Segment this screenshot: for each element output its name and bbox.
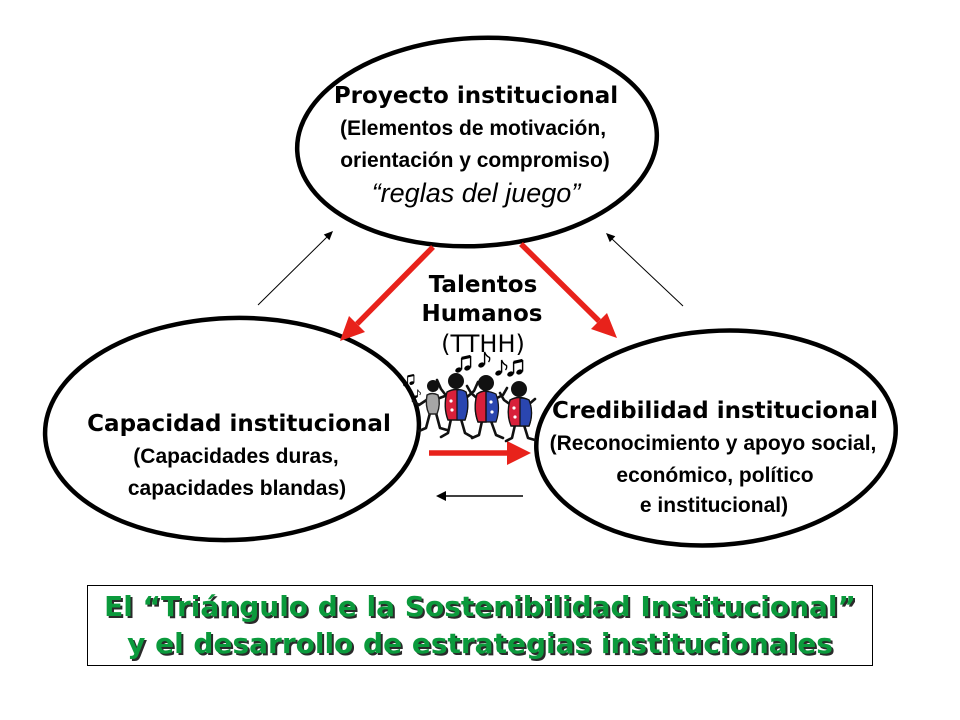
caption-title: El “Triángulo de la Sostenibilidad Insti… xyxy=(104,590,856,623)
credibility-title: Credibilidad institucional xyxy=(552,398,878,424)
caption-subtitle: y el desarrollo de estrategias instituci… xyxy=(127,627,833,660)
music-note-icon xyxy=(413,389,421,400)
project-emphasis: “reglas del juego” xyxy=(372,178,582,208)
dancer-figure xyxy=(498,381,537,443)
credibility-description-line: e institucional) xyxy=(640,494,788,517)
dancer-figure xyxy=(435,373,480,439)
center-label-abbreviation: (TTHH) xyxy=(441,330,525,358)
music-note-icon xyxy=(452,354,474,375)
project-title: Proyecto institucional xyxy=(334,83,618,109)
project-description-line: (Elementos de motivación, xyxy=(340,117,606,140)
capacity-title: Capacidad institucional xyxy=(87,411,391,437)
credibility-description-line: (Reconocimiento y apoyo social, xyxy=(550,432,877,455)
arrow-project-to-capacity xyxy=(340,245,435,341)
dancer-figure xyxy=(465,375,509,440)
credibility-description-line: económico, político xyxy=(616,464,813,487)
arrow-project-to-credibility xyxy=(519,242,617,338)
project-description-line: orientación y compromiso) xyxy=(340,149,610,172)
node-credibility-ellipse xyxy=(534,328,898,548)
arrow-capacity-to-project xyxy=(257,231,333,306)
capacity-description-line: (Capacidades duras, xyxy=(133,445,338,468)
music-note-icon xyxy=(504,358,526,379)
center-label-line: Talentos xyxy=(429,272,538,298)
arrow-credibility-to-capacity xyxy=(436,491,523,501)
dancing-people-icon xyxy=(401,351,537,443)
dancer-figure xyxy=(411,380,449,433)
arrow-credibility-to-project xyxy=(606,233,684,307)
node-capacity-ellipse xyxy=(42,315,422,543)
center-label-line: Humanos xyxy=(422,301,543,327)
capacity-description-line: capacidades blandas) xyxy=(128,477,346,500)
arrow-capacity-to-credibility xyxy=(429,441,531,465)
caption-box: El “Triángulo de la Sostenibilidad Insti… xyxy=(87,585,873,666)
music-note-icon xyxy=(493,359,508,378)
node-project-ellipse xyxy=(294,35,660,249)
